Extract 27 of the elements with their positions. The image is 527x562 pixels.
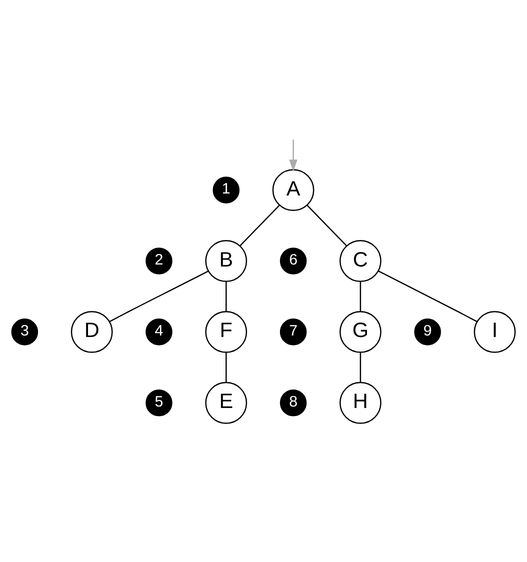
arrow	[289, 140, 298, 172]
node-circle: H	[340, 382, 382, 424]
connector	[360, 282, 362, 312]
node-circle: A	[272, 169, 314, 212]
connector	[378, 270, 478, 322]
connector	[240, 204, 280, 246]
node-label: 8	[289, 393, 298, 410]
node-circle: C	[340, 240, 382, 282]
node-label: 7	[289, 322, 298, 340]
node-label: 2	[154, 252, 164, 269]
node-label: 9	[423, 322, 432, 340]
connector	[306, 204, 347, 246]
connector	[226, 282, 227, 312]
connector	[360, 352, 362, 383]
node-circle: G	[340, 311, 382, 353]
node-label: 4	[154, 322, 164, 340]
node-circle: D	[70, 311, 113, 353]
node-circle: I	[474, 311, 516, 353]
node-label: 5	[154, 393, 164, 410]
node-label: 3	[20, 322, 29, 340]
node-circle: B	[205, 240, 248, 282]
connector	[226, 352, 227, 383]
node-label: 6	[289, 252, 298, 269]
node-circle: F	[205, 311, 248, 353]
node-label: 1	[222, 180, 230, 198]
connector	[109, 270, 209, 322]
node-circle: E	[205, 382, 248, 424]
